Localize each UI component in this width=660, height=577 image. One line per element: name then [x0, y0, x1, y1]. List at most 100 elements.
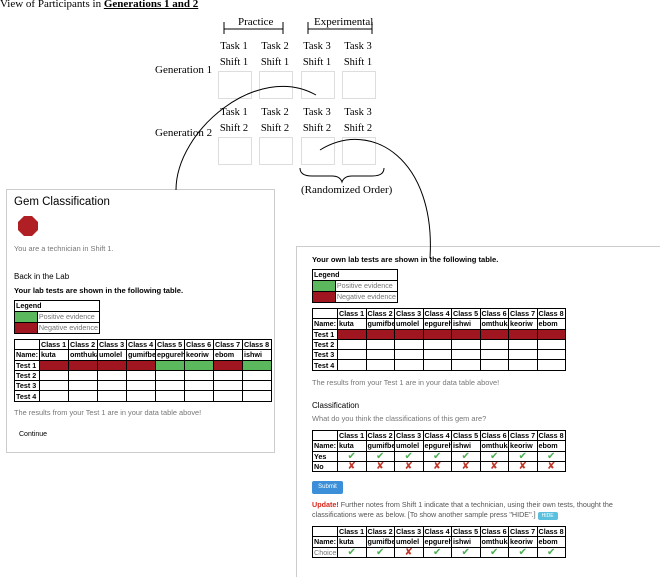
row-label: Test 2: [14, 369, 40, 382]
choice-check-icon: ✔: [508, 546, 538, 558]
test-cell: [337, 338, 367, 351]
row-label: Test 3: [312, 349, 338, 361]
no-cross-icon[interactable]: ✘: [451, 460, 481, 473]
class-header: Class 1: [337, 429, 367, 442]
positive-swatch: [14, 311, 38, 323]
name-cell: gumifbe: [365, 440, 395, 452]
test-cell: [337, 328, 367, 340]
submit-button[interactable]: Submit: [312, 481, 343, 494]
class-header: Class 4: [126, 338, 156, 351]
test-cell: [242, 359, 272, 371]
results-note: The results from your Test 1 are in your…: [14, 408, 202, 417]
row-label: No: [312, 460, 338, 473]
classification-title: Classification: [312, 401, 360, 410]
test-cell: [155, 380, 185, 392]
test-cell: [126, 380, 156, 392]
negative-swatch: [14, 322, 38, 334]
practice-label: Practice: [238, 16, 274, 28]
test-cell: [451, 338, 481, 351]
test-cell: [365, 359, 395, 371]
task-box: [259, 71, 293, 99]
test-cell: [213, 359, 243, 371]
name-cell: gumifbe: [365, 536, 395, 548]
test-cell: [97, 390, 127, 402]
test-cell: [155, 390, 185, 402]
name-cell: ishwi: [451, 440, 481, 452]
class-header: Class 6: [479, 525, 509, 538]
name-cell: epgureh: [422, 318, 452, 330]
no-cross-icon[interactable]: ✘: [422, 460, 452, 473]
class-header: Class 8: [242, 338, 272, 351]
task-box: [342, 137, 376, 165]
yes-check-icon[interactable]: ✔: [479, 450, 509, 462]
class-header: Class 6: [479, 307, 509, 320]
gem-icon: [18, 216, 38, 236]
class-header: Class 6: [479, 429, 509, 442]
yes-check-icon[interactable]: ✔: [536, 450, 566, 462]
test-cell: [451, 328, 481, 340]
row-label: Test 1: [14, 359, 40, 371]
left-screenshot-panel: Gem Classification You are a technician …: [6, 189, 275, 453]
yes-check-icon[interactable]: ✔: [394, 450, 424, 462]
gen1-task-3b: Task 3 Shift 1: [342, 39, 376, 99]
yes-check-icon[interactable]: ✔: [508, 450, 538, 462]
hide-button[interactable]: HIDE: [537, 511, 558, 520]
test-cell: [184, 390, 214, 402]
test-cell: [68, 380, 98, 392]
test-cell: [536, 349, 566, 361]
section-title: Back in the Lab: [14, 272, 70, 281]
gen1-task-1: Task 1 Shift 1: [218, 39, 252, 99]
name-cell: ebom: [536, 536, 566, 548]
test-cell: [422, 359, 452, 371]
gen2-task-3b: Task 3 Shift 2: [342, 105, 376, 165]
choice-check-icon: ✔: [536, 546, 566, 558]
no-cross-icon[interactable]: ✘: [394, 460, 424, 473]
name-cell: umolel: [97, 349, 127, 361]
class-header: Class 3: [394, 307, 424, 320]
figure-header: View of Participants in Generations 1 an…: [0, 0, 199, 10]
test-cell: [39, 359, 69, 371]
test-cell: [479, 349, 509, 361]
row-label: Name:: [312, 536, 338, 548]
no-cross-icon[interactable]: ✘: [479, 460, 509, 473]
gen2-task-2: Task 2 Shift 2: [259, 105, 293, 165]
test-cell: [39, 390, 69, 402]
yes-check-icon[interactable]: ✔: [422, 450, 452, 462]
test-cell: [155, 369, 185, 382]
test-cell: [126, 359, 156, 371]
yes-check-icon[interactable]: ✔: [365, 450, 395, 462]
class-header: Class 7: [508, 429, 538, 442]
row-label: Test 4: [312, 359, 338, 371]
row-label: Name:: [312, 318, 338, 330]
class-header: Class 5: [451, 525, 481, 538]
test-cell: [68, 359, 98, 371]
class-header: Class 5: [451, 307, 481, 320]
test-cell: [422, 338, 452, 351]
no-cross-icon[interactable]: ✘: [365, 460, 395, 473]
task-box: [259, 137, 293, 165]
class-header: Class 3: [97, 338, 127, 351]
no-cross-icon[interactable]: ✘: [508, 460, 538, 473]
row-label: Choice: [312, 546, 338, 558]
test-cell: [536, 359, 566, 371]
continue-button[interactable]: Continue: [19, 431, 48, 438]
test-cell: [97, 369, 127, 382]
class-header: Class 2: [365, 307, 395, 320]
row-label: Yes: [312, 450, 338, 462]
no-cross-icon[interactable]: ✘: [536, 460, 566, 473]
class-header: Class 2: [365, 525, 395, 538]
name-cell: kuta: [337, 318, 367, 330]
own-results-note: The results from your Test 1 are in your…: [312, 378, 500, 387]
generation-2-label: Generation 2: [155, 127, 213, 139]
technician-text: You are a technician in Shift 1.: [14, 244, 114, 253]
no-cross-icon[interactable]: ✘: [337, 460, 367, 473]
test-cell: [508, 328, 538, 340]
class-header: Class 4: [422, 307, 452, 320]
test-cell: [394, 328, 424, 340]
yes-check-icon[interactable]: ✔: [451, 450, 481, 462]
class-header: Class 1: [337, 525, 367, 538]
corner-cell: [312, 429, 338, 442]
yes-check-icon[interactable]: ✔: [337, 450, 367, 462]
